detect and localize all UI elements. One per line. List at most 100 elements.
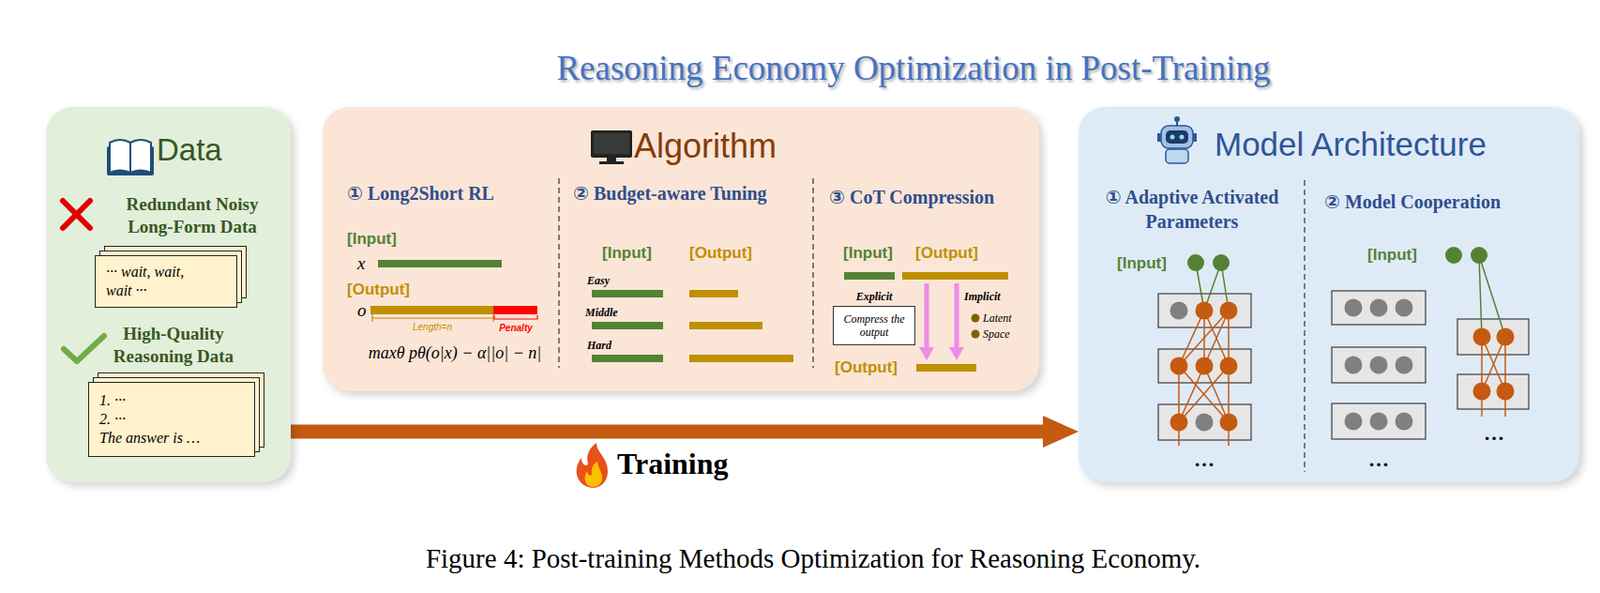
layer-box [1331,290,1426,325]
text-holder: [Output] [689,243,753,263]
active-neuron [1473,382,1492,401]
dimension-label: Length=n [412,321,453,333]
section-heading: ③ CoT Compression [829,184,995,210]
bullet-label: Latent [982,311,1012,326]
text-holder: [Output] [834,358,898,378]
difficulty-label: Middle [585,305,619,320]
text-holder: Easy [587,273,610,288]
dashed-divider [812,178,815,368]
input-dot [1445,246,1463,264]
text-holder: … [1368,449,1389,470]
fire-icon [576,442,608,488]
inactive-neuron [1395,412,1414,431]
dashed-divider [1303,180,1306,472]
active-links [1481,336,1506,417]
layer-box [1158,404,1252,440]
text-holder: x [357,253,365,274]
active-neuron [1220,413,1238,432]
input-dot [1212,254,1230,272]
figure-caption: Figure 4: Post-training Methods Optimiza… [425,543,1201,574]
compress-arrow [954,283,960,348]
panel-title: Data [156,132,291,168]
bullet-dot [971,314,981,323]
input-dot [1470,246,1488,264]
section-heading: ① Adaptive Activated Parameters [1084,184,1300,234]
text-holder: [Input] [347,229,397,249]
inactive-neuron [1195,413,1214,432]
robot-head [1161,125,1193,149]
active-neuron [1220,301,1238,320]
length-bracket [372,314,494,322]
output-bar [689,289,739,298]
inactive-neuron [1170,301,1189,320]
monitor-screen [593,133,630,154]
link-line [1479,255,1482,337]
text-holder: Middle [585,305,619,320]
bullet-label: Space [982,327,1011,342]
book-page [130,139,151,173]
book-page [109,139,131,173]
robot-icon [1157,116,1197,164]
text-holder: [Output] [915,243,979,263]
text-holder: … [1483,422,1505,444]
text-holder: Penalty [498,322,533,333]
ellipsis: … [1483,422,1505,444]
inactive-neuron [1344,299,1363,317]
figure-title: Reasoning Economy Optimization in Post-T… [556,47,1270,89]
text-holder: [Input] [1116,254,1167,273]
output-tag: [Output] [347,280,410,300]
compress-arrowhead [919,347,935,361]
text-holder: ① Adaptive Activated Parameters [1084,184,1300,234]
process-box: Compress the output [832,305,916,346]
link-line [1204,310,1229,366]
text-holder: Latent [982,311,1012,326]
formula: maxθ pθ(o|x) − α||o| − n| [368,343,543,363]
layer-box [1457,318,1529,355]
text-holder: ① Long2Short RL [347,181,495,206]
link-line [1204,365,1229,423]
layer-box [1457,374,1529,409]
variable-symbol: o [357,300,367,321]
active-neuron [1496,382,1515,401]
section-heading: ② Model Cooperation [1324,189,1501,214]
output-bar [916,363,977,372]
output-tag: [Output] [689,243,753,263]
link-line [1178,310,1205,366]
input-tag: [Input] [347,229,397,249]
penalty-bar [493,305,538,315]
panel-region: DataRedundant Noisy Long-Form Data··· wa… [45,106,291,483]
compress-arrow [924,283,930,348]
card-text: 2. ··· [99,409,244,429]
input-tag: [Input] [1367,245,1418,265]
active-neuron [1473,328,1492,347]
text-holder: ③ CoT Compression [829,184,995,210]
text-holder: o [357,300,367,321]
robot-eye [1170,135,1176,140]
cross-mark-stroke [62,200,91,228]
robot-body [1165,149,1189,164]
inactive-neuron [1370,356,1389,375]
bullet-dot [971,330,981,339]
inactive-neuron [1395,299,1414,317]
column-dividers [558,178,1305,472]
monitor-frame [590,130,633,158]
input-dot [1187,254,1205,272]
text-holder: Training [617,446,729,482]
card-heading: High-Quality Reasoning Data [93,322,254,368]
input-bar [591,289,664,298]
input-bar [591,321,664,330]
monitor-icon [590,130,633,165]
card-text: 1. ··· [99,391,244,410]
card-heading: Redundant Noisy Long-Form Data [112,193,272,239]
input-tag: [Input] [1116,254,1167,273]
robot-eye [1179,135,1185,140]
book-icon [106,139,154,176]
inactive-neuron [1344,412,1363,431]
input-bar [377,259,502,268]
active-neuron [1195,357,1214,376]
budget-figure [591,289,794,363]
text-holder: [Output] [347,280,410,300]
active-neuron [1170,413,1189,432]
section-heading: ② Budget-aware Tuning [573,181,768,206]
edge-label: Training [617,446,729,482]
